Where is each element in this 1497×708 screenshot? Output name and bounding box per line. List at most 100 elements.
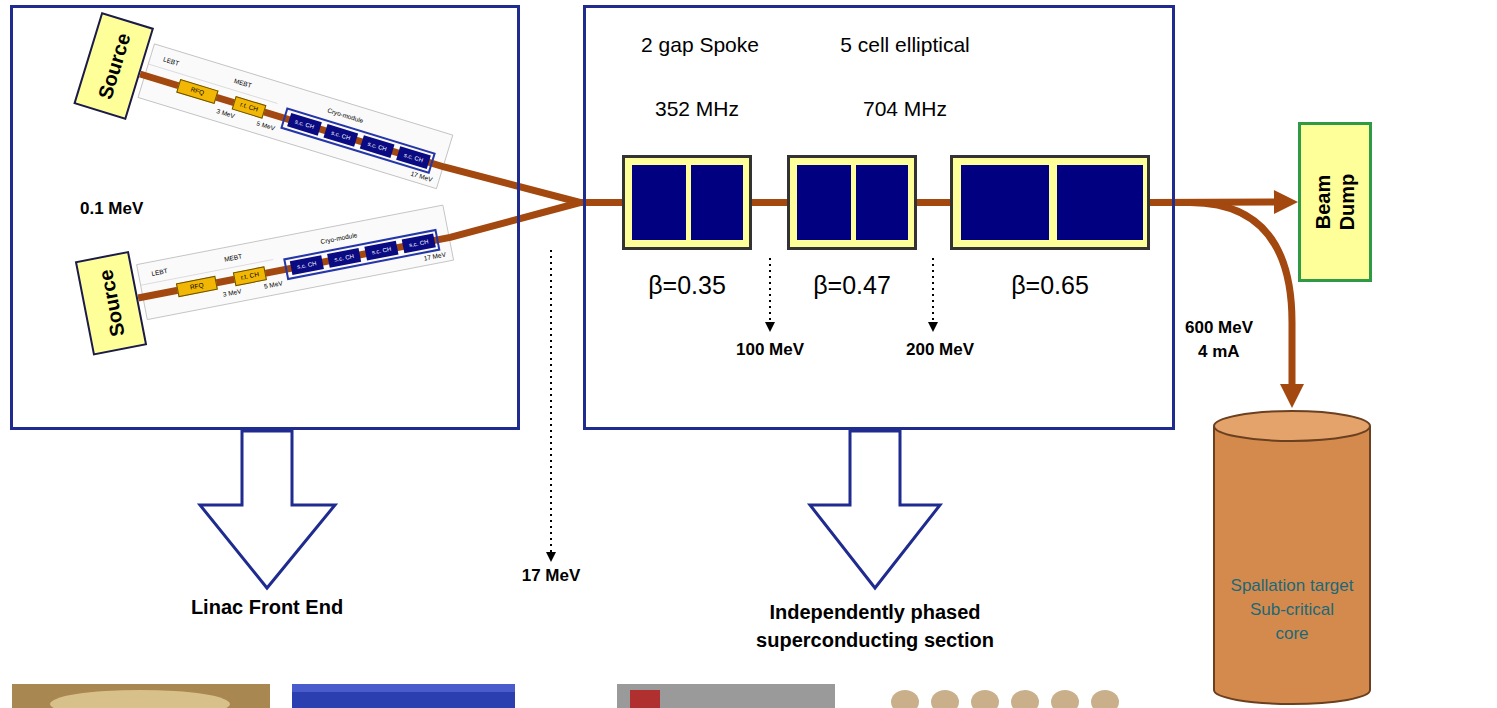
- cylinder-top: [1214, 411, 1370, 441]
- photo-detail: [971, 690, 999, 708]
- beam-path: [1150, 203, 1292, 387]
- section-panel: 0.1 MeVSourceRFQr.t. CHCryo-modules.c. C…: [10, 5, 520, 430]
- front-end-frame: [138, 44, 453, 189]
- leader-head: [928, 322, 938, 332]
- rf-structure-box: RFQ: [176, 79, 218, 104]
- node-label: s.c. CH: [371, 246, 391, 256]
- cavity-cell: [632, 165, 686, 240]
- dotted-leader: [932, 258, 934, 324]
- frame-rect: [138, 44, 453, 189]
- node-label: Source: [93, 268, 129, 339]
- photo: [292, 684, 515, 708]
- beam-path: [752, 199, 787, 206]
- beam-dump-box: Beam Dump: [1298, 122, 1372, 282]
- cryomodule-box: β=0.47: [787, 155, 917, 250]
- sc-cavity-box: s.c. CH: [323, 124, 358, 147]
- callout-label: Independently phased superconducting sec…: [730, 598, 1020, 654]
- front-end-frame: [137, 205, 454, 320]
- node-label: s.c. CH: [297, 260, 317, 270]
- node-label: s.c. CH: [409, 239, 429, 249]
- spallation-cylinder: Spallation targetSub-critical core: [1212, 408, 1372, 706]
- rf-structure-box: r.t. CH: [233, 266, 267, 286]
- sc-cavity-box: s.c. CH: [360, 135, 395, 158]
- sc-cavity-box: s.c. CH: [396, 146, 431, 169]
- sc-cavity-box: s.c. CH: [290, 255, 324, 275]
- sc-cavity-box: s.c. CH: [327, 248, 361, 268]
- beam-line: [138, 203, 622, 299]
- photo-detail: [1051, 690, 1079, 708]
- photo-detail: [1011, 690, 1039, 708]
- leader-head: [765, 322, 775, 332]
- panel-text: 5 cell elliptical: [840, 33, 970, 57]
- photo-detail: [891, 690, 919, 708]
- node-label: Source: [92, 30, 135, 102]
- panel-text: 0.1 MeV: [80, 199, 143, 219]
- ion-source-box: Source: [75, 251, 147, 356]
- cryomodule-box: β=0.65: [950, 155, 1150, 250]
- photo-detail: [50, 690, 230, 708]
- cavity-cell: [797, 165, 851, 240]
- hollow-arrow: [200, 431, 335, 588]
- cavity-cell: [856, 165, 908, 240]
- node-label: s.c. CH: [294, 119, 315, 130]
- photo-detail: [1091, 690, 1119, 708]
- arrow-head: [1280, 384, 1304, 408]
- cylinder-outline: [1212, 408, 1372, 706]
- arrow-head: [1274, 190, 1298, 214]
- node-label: RFQ: [190, 282, 205, 291]
- sc-cavity-box: s.c. CH: [364, 241, 398, 261]
- hollow-arrow: [810, 431, 940, 588]
- photo: [617, 684, 835, 708]
- frame-rect: [137, 205, 454, 320]
- panel-text: 352 MHz: [655, 97, 739, 121]
- node-label: s.c. CH: [403, 152, 424, 163]
- photo-detail: [931, 690, 959, 708]
- node-label: s.c. CH: [334, 253, 354, 263]
- callout-label: 17 MeV: [522, 566, 581, 586]
- cavity-cell: [691, 165, 743, 240]
- rf-structure-box: RFQ: [176, 276, 218, 297]
- dotted-leader: [550, 250, 552, 554]
- node-label: Cryo-module: [327, 108, 364, 125]
- rf-structure-box: r.t. CH: [232, 96, 267, 119]
- photo-detail: [630, 690, 660, 708]
- cryo-module-box: Cryo-module s.c. CH s.c. CH s.c. CH s.c. CH: [283, 229, 440, 280]
- node-label: RFQ: [190, 86, 205, 96]
- panel-text: 200 MeV: [906, 340, 974, 360]
- cylinder-body: [1214, 426, 1370, 704]
- beta-label: β=0.65: [1011, 270, 1089, 300]
- cryomodule-box: β=0.35: [622, 155, 752, 250]
- beta-label: β=0.47: [813, 270, 891, 300]
- node-label: r.t. CH: [240, 271, 259, 281]
- callout-label: 4 mA: [1198, 342, 1240, 362]
- panel-text: 704 MHz: [863, 97, 947, 121]
- beam-path: [917, 199, 950, 206]
- callout-label: Linac Front End: [191, 596, 343, 619]
- beam-line: [752, 202, 787, 203]
- panel-text: 100 MeV: [736, 340, 804, 360]
- sc-cavity-box: s.c. CH: [287, 113, 322, 136]
- node-label: Sub-critical core: [1237, 598, 1347, 646]
- dotted-leader: [769, 258, 771, 324]
- sc-cavity-box: s.c. CH: [402, 234, 436, 254]
- callout-label: 600 MeV: [1185, 318, 1253, 338]
- beam-path: [140, 74, 622, 203]
- node-label: Beam Dump: [1311, 162, 1359, 242]
- beta-label: β=0.35: [648, 270, 726, 300]
- node-label: s.c. CH: [367, 141, 388, 152]
- beam-line: [917, 202, 950, 203]
- node-label: r.t. CH: [239, 102, 259, 114]
- node-label: Cryo-module: [320, 232, 358, 245]
- cavity-cell: [1057, 165, 1143, 240]
- panel-text: 2 gap Spoke: [641, 33, 759, 57]
- cavity-cell: [961, 165, 1049, 240]
- beam-line: [140, 74, 622, 203]
- node-label: s.c. CH: [331, 130, 352, 141]
- beam-path: [138, 203, 622, 299]
- cryo-module-box: Cryo-module s.c. CH s.c. CH s.c. CH s.c. CH: [280, 107, 436, 174]
- node-label: Spallation target: [1231, 574, 1354, 598]
- leader-head: [546, 552, 556, 562]
- section-panel: 2 gap Spoke 352 MHz 5 cell elliptical 704 M…: [583, 5, 1175, 430]
- photo-detail: [292, 684, 515, 692]
